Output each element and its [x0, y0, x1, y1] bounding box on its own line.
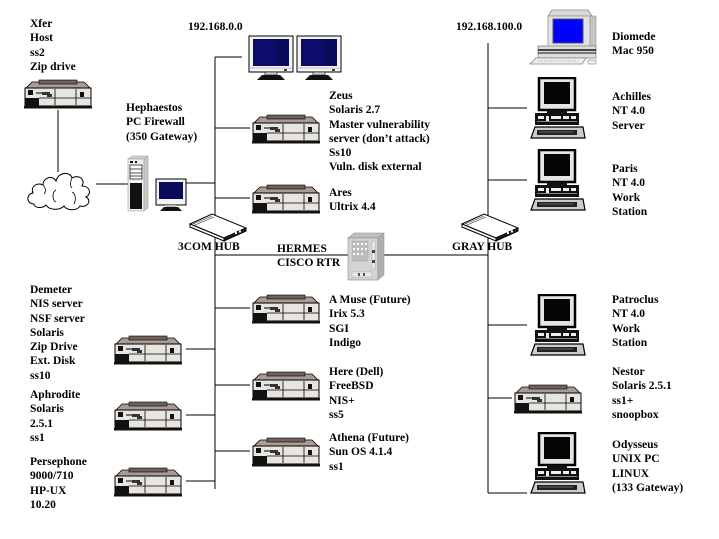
aphrodite-label: Aphrodite Solaris 2.5.1 ss1 [30, 389, 81, 444]
desktop-server-icon[interactable] [250, 114, 322, 144]
router-icon[interactable] [346, 232, 386, 282]
desktop-server-icon[interactable] [112, 467, 184, 497]
tower-pc-icon[interactable] [126, 155, 190, 215]
desktop-server-icon[interactable] [250, 184, 322, 214]
router-label: HERMES CISCO RTR [277, 243, 341, 270]
amuse-label: A Muse (Future) Irix 5.3 SGI Indigo [329, 294, 411, 349]
athena-label: Athena (Future) Sun OS 4.1.4 ss1 [329, 432, 409, 473]
xfer-label: Xfer Host ss2 Zip drive [30, 18, 76, 73]
desktop-server-icon[interactable] [112, 335, 184, 365]
desktop-server-icon[interactable] [250, 294, 322, 324]
hub-icon[interactable] [188, 212, 248, 242]
ares-label: Ares Ultrix 4.4 [329, 187, 376, 214]
hephaestos-label: Hephaestos PC Firewall (350 Gateway) [126, 102, 198, 143]
mac-computer-icon[interactable] [528, 8, 600, 68]
desktop-server-icon[interactable] [250, 437, 322, 467]
pc-workstation-icon[interactable] [527, 77, 587, 139]
left-hub-label: 3COM HUB [178, 241, 240, 253]
desktop-server-icon[interactable] [250, 371, 322, 401]
patroclus-label: Patroclus NT 4.0 Work Station [612, 294, 659, 349]
monitor-icon[interactable] [248, 35, 294, 81]
desktop-server-icon[interactable] [22, 79, 94, 109]
monitor-icon[interactable] [296, 35, 342, 81]
pc-workstation-icon[interactable] [527, 432, 587, 494]
pc-workstation-icon[interactable] [527, 149, 587, 211]
odysseus-label: Odysseus UNIX PC LINUX (133 Gateway) [612, 439, 684, 494]
hub-icon[interactable] [460, 212, 520, 242]
subnet-label-right: 192.168.100.0 [456, 21, 523, 33]
here-label: Here (Dell) FreeBSD NIS+ ss5 [329, 366, 384, 421]
nestor-label: Nestor Solaris 2.5.1 ss1+ snoopbox [612, 366, 672, 421]
desktop-server-icon[interactable] [512, 384, 584, 414]
right-hub-label: GRAY HUB [452, 241, 513, 253]
demeter-label: Demeter NIS server NSF server Solaris Zi… [30, 284, 85, 382]
zeus-label: Zeus Solaris 2.7 Master vulnerability se… [329, 90, 431, 174]
achilles-label: Achilles NT 4.0 Server [612, 91, 651, 132]
persephone-label: Persephone 9000/710 HP-UX 10.20 [30, 456, 87, 511]
paris-label: Paris NT 4.0 Work Station [612, 163, 648, 218]
cloud-internet-icon [24, 162, 96, 212]
diomede-label: Diomede Mac 950 [612, 31, 656, 58]
pc-workstation-icon[interactable] [527, 294, 587, 356]
subnet-label-left: 192.168.0.0 [188, 21, 243, 33]
desktop-server-icon[interactable] [112, 401, 184, 431]
